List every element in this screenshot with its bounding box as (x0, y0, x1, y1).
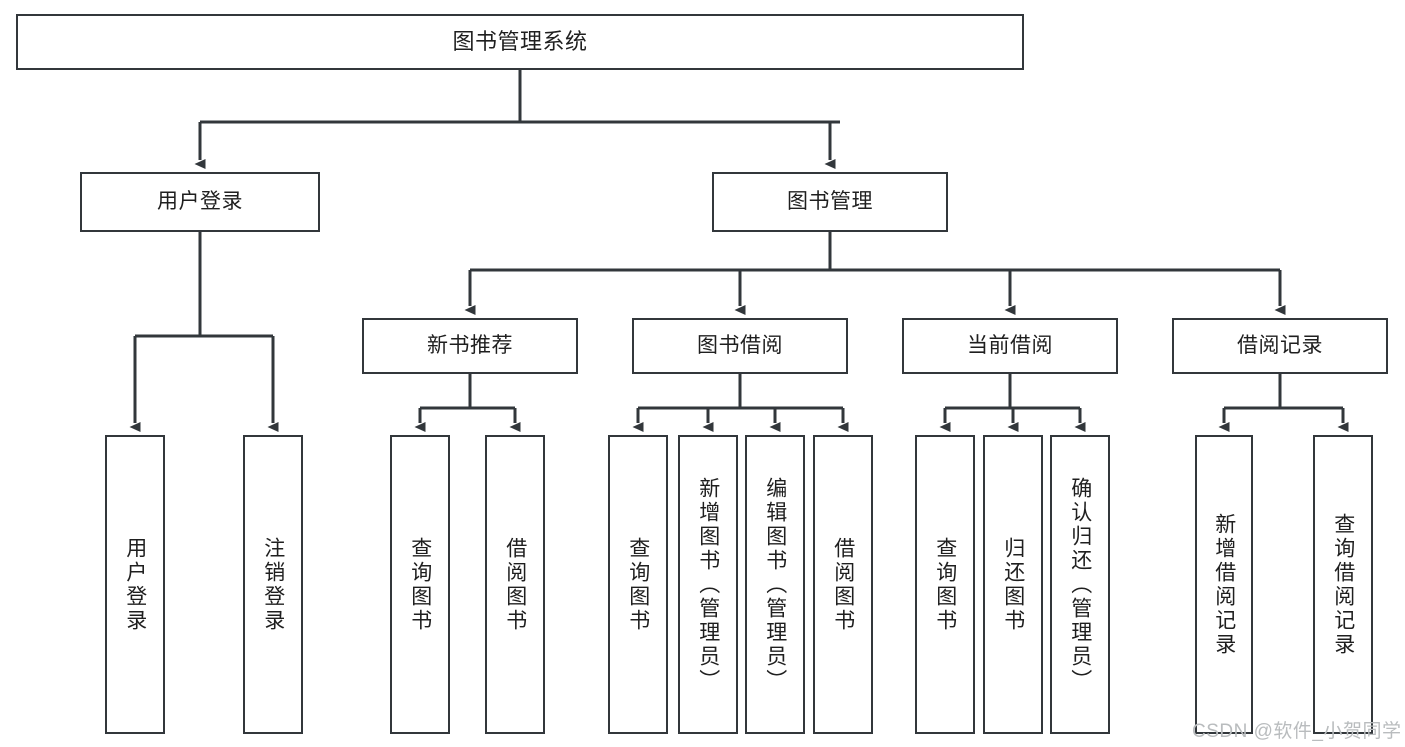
node-leaf-add-record-label: 新增借阅记录 (1212, 512, 1236, 657)
node-leaf-edit-book[interactable]: 编辑图书（管理员） (745, 435, 805, 734)
node-book-borrow[interactable]: 图书借阅 (632, 318, 848, 374)
node-leaf-confirm-return-label: 确认归还（管理员） (1068, 476, 1092, 693)
node-leaf-logout-label: 注销登录 (261, 536, 285, 633)
node-book-manage-label: 图书管理 (787, 189, 873, 213)
node-leaf-query-book-cur[interactable]: 查询图书 (915, 435, 975, 734)
node-leaf-query-book-rec[interactable]: 查询图书 (390, 435, 450, 734)
node-leaf-logout[interactable]: 注销登录 (243, 435, 303, 734)
node-leaf-borrow-book-label: 借阅图书 (831, 536, 855, 633)
node-leaf-borrow-book-rec[interactable]: 借阅图书 (485, 435, 545, 734)
node-borrow-record[interactable]: 借阅记录 (1172, 318, 1388, 374)
node-leaf-add-book[interactable]: 新增图书（管理员） (678, 435, 738, 734)
node-leaf-borrow-book-rec-label: 借阅图书 (503, 536, 527, 633)
node-book-manage[interactable]: 图书管理 (712, 172, 948, 232)
node-current-borrow[interactable]: 当前借阅 (902, 318, 1118, 374)
node-leaf-edit-book-label: 编辑图书（管理员） (763, 476, 787, 693)
node-leaf-add-record[interactable]: 新增借阅记录 (1195, 435, 1253, 734)
node-leaf-user-login[interactable]: 用户登录 (105, 435, 165, 734)
node-root-label: 图书管理系统 (452, 29, 588, 55)
node-new-book-rec-label: 新书推荐 (427, 333, 513, 357)
node-leaf-add-book-label: 新增图书（管理员） (696, 476, 720, 693)
node-root[interactable]: 图书管理系统 (16, 14, 1024, 70)
node-borrow-record-label: 借阅记录 (1237, 333, 1323, 357)
node-new-book-rec[interactable]: 新书推荐 (362, 318, 578, 374)
node-user-login[interactable]: 用户登录 (80, 172, 320, 232)
node-leaf-query-book-borrow-label: 查询图书 (626, 536, 650, 633)
watermark-text: CSDN @软件_小贺同学 (1192, 721, 1402, 742)
node-user-login-label: 用户登录 (157, 189, 243, 213)
node-leaf-query-record-label: 查询借阅记录 (1331, 512, 1355, 657)
node-leaf-query-record[interactable]: 查询借阅记录 (1313, 435, 1373, 734)
node-current-borrow-label: 当前借阅 (967, 333, 1053, 357)
node-leaf-query-book-borrow[interactable]: 查询图书 (608, 435, 668, 734)
node-leaf-borrow-book[interactable]: 借阅图书 (813, 435, 873, 734)
node-book-borrow-label: 图书借阅 (697, 333, 783, 357)
node-leaf-return-book[interactable]: 归还图书 (983, 435, 1043, 734)
node-leaf-query-book-rec-label: 查询图书 (408, 536, 432, 633)
node-leaf-confirm-return[interactable]: 确认归还（管理员） (1050, 435, 1110, 734)
node-leaf-user-login-label: 用户登录 (123, 536, 147, 633)
node-leaf-query-book-cur-label: 查询图书 (933, 536, 957, 633)
node-leaf-return-book-label: 归还图书 (1001, 536, 1025, 633)
